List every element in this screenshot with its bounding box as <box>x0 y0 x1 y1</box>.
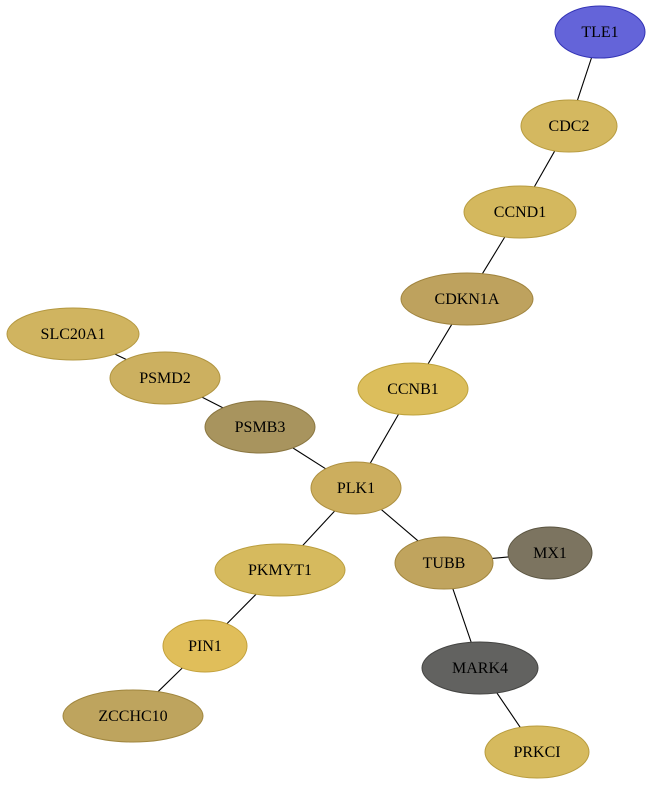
node-label: ZCCHC10 <box>98 708 167 725</box>
edge-slc20a1-psmd2 <box>114 353 127 360</box>
node-label: PSMD2 <box>139 370 191 387</box>
node-label: SLC20A1 <box>41 326 106 343</box>
edge-ccnd1-cdkn1a <box>481 236 506 274</box>
node-label: PIN1 <box>188 638 222 655</box>
edge-tubb-mx1 <box>492 556 509 559</box>
node-shape[interactable] <box>357 362 469 416</box>
node-plk1[interactable]: PLK1 <box>310 461 402 515</box>
edge-plk1-pkmyt1 <box>302 510 336 546</box>
edge-ccnb1-plk1 <box>369 413 400 464</box>
edge-tubb-mark4 <box>452 588 472 643</box>
node-cdkn1a[interactable]: CDKN1A <box>400 272 534 326</box>
node-shape[interactable] <box>394 536 494 590</box>
node-label: MX1 <box>533 545 567 562</box>
node-slc20a1[interactable]: SLC20A1 <box>6 307 140 361</box>
node-ccnb1[interactable]: CCNB1 <box>357 362 469 416</box>
node-label: CCND1 <box>494 204 546 221</box>
node-shape[interactable] <box>109 351 221 405</box>
node-label: TLE1 <box>581 24 618 41</box>
node-shape[interactable] <box>214 543 346 597</box>
node-shape[interactable] <box>421 641 539 695</box>
node-ccnd1[interactable]: CCND1 <box>463 185 577 239</box>
node-shape[interactable] <box>463 185 577 239</box>
edge-tle1-cdc2 <box>576 57 593 101</box>
edge-psmd2-psmb3 <box>201 396 224 409</box>
node-shape[interactable] <box>62 689 204 743</box>
edge-psmb3-plk1 <box>292 447 326 470</box>
node-label: PRKCI <box>513 744 560 761</box>
node-label: TUBB <box>423 555 466 572</box>
node-zcchc10[interactable]: ZCCHC10 <box>62 689 204 743</box>
node-shape[interactable] <box>554 5 646 59</box>
node-shape[interactable] <box>507 526 593 580</box>
node-cdc2[interactable]: CDC2 <box>520 99 618 153</box>
node-label: PLK1 <box>337 480 375 497</box>
edge-plk1-tubb <box>380 509 419 542</box>
node-label: CCNB1 <box>387 381 439 398</box>
node-pkmyt1[interactable]: PKMYT1 <box>214 543 346 597</box>
edge-pkmyt1-pin1 <box>226 593 257 625</box>
edge-mark4-prkci <box>496 692 521 728</box>
node-tle1[interactable]: TLE1 <box>554 5 646 59</box>
edge-cdkn1a-ccnb1 <box>427 324 453 365</box>
node-prkci[interactable]: PRKCI <box>484 725 590 779</box>
node-shape[interactable] <box>162 619 248 673</box>
node-tubb[interactable]: TUBB <box>394 536 494 590</box>
node-shape[interactable] <box>520 99 618 153</box>
edge-cdc2-ccnd1 <box>533 150 556 188</box>
node-shape[interactable] <box>400 272 534 326</box>
node-label: PSMB3 <box>235 419 286 436</box>
node-shape[interactable] <box>484 725 590 779</box>
node-label: PKMYT1 <box>248 562 312 579</box>
node-shape[interactable] <box>6 307 140 361</box>
node-label: CDC2 <box>549 118 590 135</box>
edge-pin1-zcchc10 <box>157 667 183 693</box>
node-psmb3[interactable]: PSMB3 <box>204 400 316 454</box>
node-mark4[interactable]: MARK4 <box>421 641 539 695</box>
node-label: MARK4 <box>452 660 508 677</box>
node-mx1[interactable]: MX1 <box>507 526 593 580</box>
node-pin1[interactable]: PIN1 <box>162 619 248 673</box>
node-label: CDKN1A <box>435 291 500 308</box>
edges-layer <box>114 57 593 728</box>
node-shape[interactable] <box>204 400 316 454</box>
node-psmd2[interactable]: PSMD2 <box>109 351 221 405</box>
node-shape[interactable] <box>310 461 402 515</box>
